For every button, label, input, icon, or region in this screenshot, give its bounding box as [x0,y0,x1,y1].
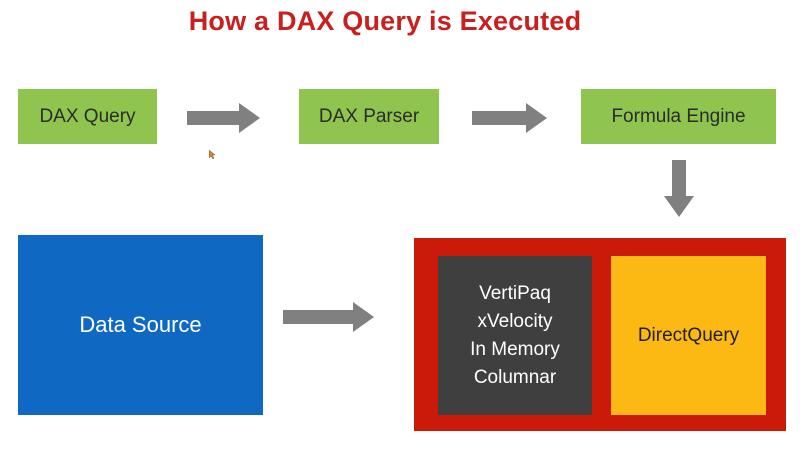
arrow-right-icon [187,103,260,133]
vertipaq-box: VertiPaq xVelocity In Memory Columnar [438,256,592,415]
vertipaq-line: Columnar [473,366,557,388]
dax-query-box: DAX Query [18,89,157,144]
vertipaq-line: VertiPaq [479,282,551,304]
data-source-label: Data Source [79,312,202,337]
diagram-title: How a DAX Query is Executed [188,6,582,36]
formula-engine-box: Formula Engine [581,89,776,144]
arrow-down-icon [664,160,694,217]
directquery-box: DirectQuery [611,256,766,415]
vertipaq-line: xVelocity [477,310,553,332]
mouse-cursor-icon [209,150,216,159]
arrow-right-icon [283,302,374,332]
dax-parser-label: DAX Parser [318,105,420,127]
data-source-box: Data Source [18,235,263,415]
vertipaq-line: In Memory [470,338,560,360]
dax-parser-box: DAX Parser [299,89,439,144]
directquery-label: DirectQuery [637,324,740,346]
dax-query-label: DAX Query [39,105,136,127]
formula-engine-label: Formula Engine [611,105,746,127]
arrow-right-icon [472,103,547,133]
